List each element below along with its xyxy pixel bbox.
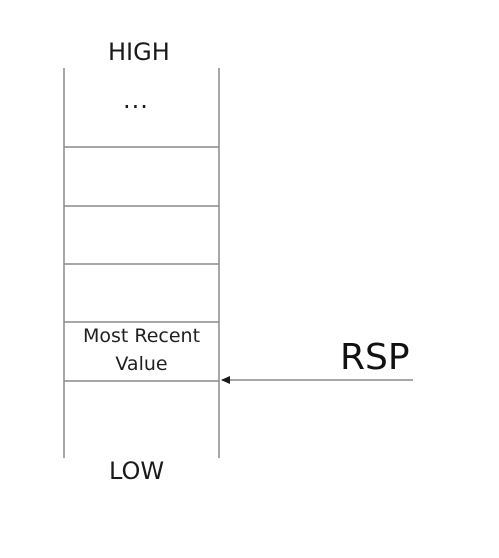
rsp-label: RSP bbox=[340, 337, 410, 378]
ellipsis-label: ... bbox=[123, 86, 149, 114]
low-label: LOW bbox=[109, 457, 165, 485]
most-recent-value-cell: Most Recent Value bbox=[64, 322, 219, 378]
high-label: HIGH bbox=[108, 38, 170, 66]
most-recent-line-2: Value bbox=[115, 353, 168, 375]
most-recent-line-1: Most Recent bbox=[82, 325, 201, 347]
